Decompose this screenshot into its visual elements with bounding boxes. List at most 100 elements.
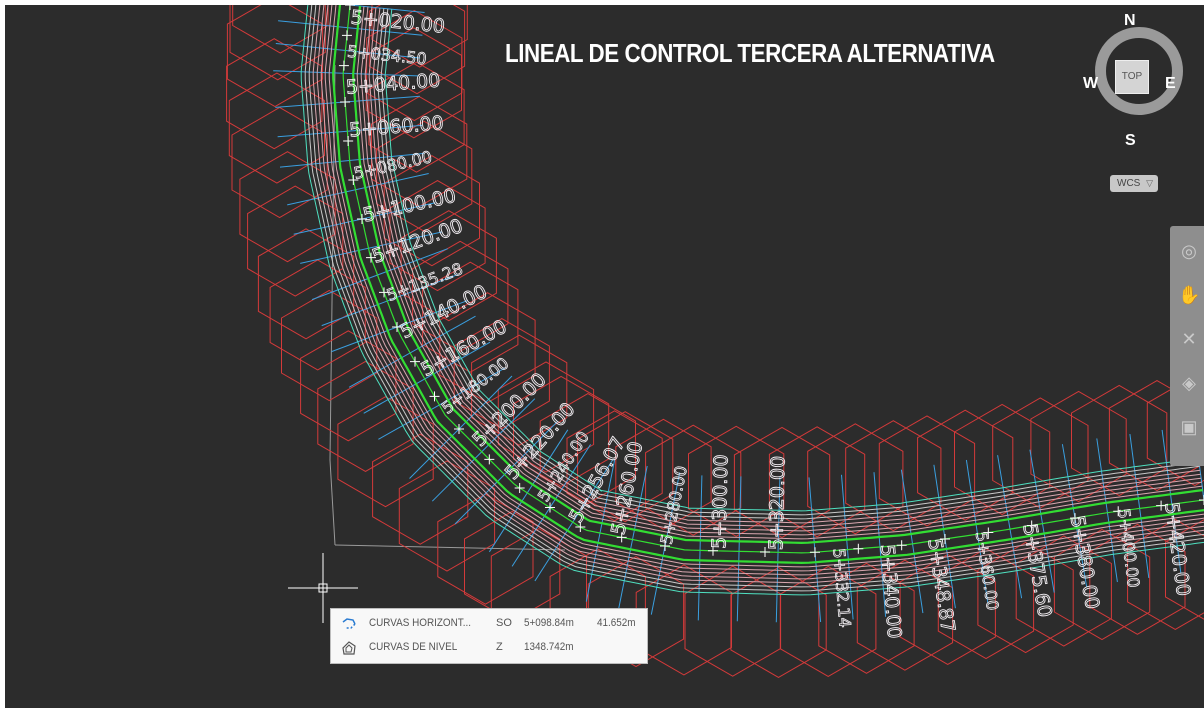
station-tick bbox=[1113, 506, 1124, 517]
cross-section-line bbox=[534, 458, 614, 582]
contour-hexagon bbox=[954, 403, 1051, 516]
tooltip-value: 5+098.84m bbox=[524, 617, 574, 629]
cross-section-line bbox=[275, 43, 421, 59]
daylight-line bbox=[300, 5, 1204, 596]
contour-hexagon bbox=[1108, 380, 1204, 492]
cross-section-line bbox=[775, 477, 781, 623]
contour-hexagon bbox=[471, 334, 568, 446]
ucs-menu-button[interactable]: WCS ▽ bbox=[1110, 175, 1158, 192]
cross-section-line bbox=[431, 398, 536, 502]
contour-hexagon bbox=[422, 261, 519, 373]
contour-hexagon bbox=[937, 548, 1035, 660]
station-tick bbox=[514, 483, 525, 493]
contour-hexagon bbox=[228, 72, 325, 184]
station-tick bbox=[660, 541, 670, 551]
compass-west-label[interactable]: W bbox=[1083, 75, 1099, 92]
contour-hexagon bbox=[1071, 384, 1168, 497]
station-tick bbox=[484, 454, 495, 465]
station-tick bbox=[348, 175, 359, 185]
station-tick bbox=[983, 527, 994, 538]
station-tick bbox=[340, 97, 351, 107]
zoom-icon[interactable]: ✕ bbox=[1181, 329, 1197, 349]
contour-hexagon bbox=[1030, 390, 1127, 503]
steering-wheel-icon[interactable]: ◎ bbox=[1181, 241, 1197, 261]
tooltip-value: 1348.742m bbox=[524, 641, 574, 653]
cross-section-line bbox=[331, 300, 468, 353]
chevron-down-icon: ▽ bbox=[1146, 178, 1153, 188]
contour-hexagon bbox=[231, 106, 328, 219]
station-label: 5+320.00 bbox=[765, 456, 789, 551]
tooltip-key: SO bbox=[496, 617, 512, 629]
daylight-line bbox=[384, 9, 1199, 512]
cross-section-line bbox=[965, 459, 989, 604]
contour-icon bbox=[342, 641, 356, 655]
road-edge-line bbox=[372, 7, 1201, 524]
station-tick bbox=[343, 136, 354, 146]
contour-hexagon bbox=[1127, 518, 1204, 630]
tooltip-row-contours: CURVAS DE NIVEL Z 1348.742m bbox=[331, 637, 647, 659]
contour-hexagon bbox=[730, 566, 827, 678]
cross-section-line bbox=[585, 459, 616, 602]
contour-hexagon bbox=[1165, 519, 1204, 620]
contour-hexagon bbox=[366, 9, 463, 122]
station-label: 5+020.00 bbox=[350, 6, 446, 37]
contour-hexagon bbox=[688, 425, 785, 537]
contour-hexagon bbox=[371, 5, 468, 68]
contour-hexagon bbox=[566, 410, 663, 522]
road-edge-line bbox=[320, 5, 1204, 576]
contour-hexagon bbox=[317, 360, 414, 472]
contour-hexagon bbox=[226, 5, 324, 108]
station-tick bbox=[366, 252, 376, 263]
compass-east-label[interactable]: E bbox=[1165, 75, 1176, 92]
contour-hexagon bbox=[917, 409, 1014, 521]
viewcube-compass-ring[interactable] bbox=[1095, 27, 1183, 115]
object-tooltip: CURVAS HORIZONT... SO 5+098.84m 41.652m … bbox=[330, 608, 648, 664]
contour-hexagon bbox=[337, 396, 434, 508]
contour-hexagon bbox=[368, 5, 466, 95]
cross-section-line bbox=[1161, 429, 1182, 574]
cross-section-line bbox=[279, 152, 425, 168]
road-edge-line bbox=[360, 6, 1202, 536]
road-edge-line bbox=[312, 5, 1204, 584]
cross-section-line bbox=[488, 429, 569, 553]
compass-south-label[interactable]: S bbox=[1125, 132, 1136, 149]
station-tick bbox=[454, 424, 464, 434]
station-tick bbox=[1070, 513, 1080, 524]
viewcube[interactable]: TOP N S W E bbox=[1083, 12, 1188, 160]
road-edge-line bbox=[364, 7, 1202, 532]
pan-hand-icon[interactable]: ✋ bbox=[1178, 285, 1201, 305]
boundary-line bbox=[329, 64, 336, 546]
crosshair-pickbox bbox=[318, 583, 328, 593]
cross-section-line bbox=[311, 248, 448, 301]
road-edge-line bbox=[308, 5, 1204, 588]
station-tick bbox=[410, 356, 420, 367]
station-tick bbox=[379, 287, 389, 298]
contour-hexagon bbox=[1146, 375, 1204, 487]
tooltip-key: Z bbox=[496, 641, 503, 653]
cad-drawing-canvas[interactable]: 5+020.005+034.505+040.005+060.005+080.00… bbox=[5, 5, 1204, 708]
contour-hexagon bbox=[412, 240, 509, 352]
navigation-bar[interactable]: ◎ ✋ ✕ ◈ ▣ bbox=[1170, 226, 1204, 466]
contour-hexagon bbox=[300, 330, 397, 442]
showmotion-icon[interactable]: ▣ bbox=[1180, 417, 1198, 437]
road-edge-line bbox=[328, 5, 1204, 568]
cross-section-line bbox=[841, 474, 854, 620]
cross-section-line bbox=[736, 476, 742, 622]
contour-hexagon bbox=[247, 185, 344, 297]
contour-hexagon bbox=[376, 120, 473, 232]
cross-section-line bbox=[293, 202, 436, 235]
cross-section-line bbox=[287, 173, 429, 206]
boundary-line bbox=[334, 544, 566, 551]
viewcube-top-face[interactable]: TOP bbox=[1115, 60, 1149, 94]
tooltip-row-horizontal-curves: CURVAS HORIZONT... SO 5+098.84m 41.652m bbox=[331, 613, 647, 635]
station-tick bbox=[940, 534, 950, 544]
cross-section-line bbox=[378, 367, 505, 440]
orbit-icon[interactable]: ◈ bbox=[1182, 373, 1196, 393]
cross-section-line bbox=[321, 274, 458, 327]
station-tick bbox=[392, 322, 402, 332]
cross-section-line bbox=[1129, 434, 1150, 578]
contour-hexagon bbox=[372, 433, 469, 545]
cross-section-line bbox=[900, 469, 924, 614]
compass-north-label[interactable]: N bbox=[1124, 12, 1136, 29]
